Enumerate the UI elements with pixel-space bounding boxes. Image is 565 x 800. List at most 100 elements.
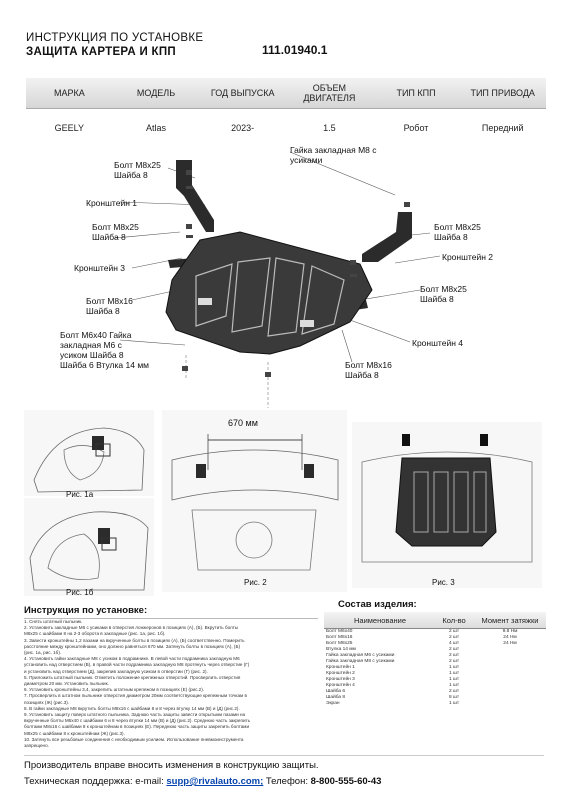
- component-torque: [474, 701, 546, 707]
- instruction-line: диаметром 20 мм. Установить пыльник.: [24, 681, 109, 687]
- components-title: Состав изделия:: [338, 599, 417, 610]
- component-row: Болт М8х25 4 шт 24 Нм: [324, 641, 546, 647]
- components-header-torque: Момент затяжки: [481, 615, 539, 625]
- component-qty: 2 шт: [448, 689, 460, 694]
- caption-fig-2: Рис. 2: [244, 578, 267, 587]
- instruction-line: вкрученные болты М6х40 с шайбами 6 и 8 ч…: [24, 718, 251, 724]
- instruction-line: 6. Установить кронштейны 3,4, закрепить …: [24, 687, 205, 693]
- bracket-1: [176, 160, 214, 232]
- phone-label: Телефон:: [263, 776, 311, 787]
- component-qty: 2 шт: [448, 629, 460, 634]
- components-table: Наименование Кол-во Момент затяжки Болт …: [324, 612, 546, 707]
- figure-3-drawing: [361, 434, 533, 563]
- component-name: Шайба 8: [326, 695, 346, 700]
- footer-support: Техническая поддержка: e-mail: supp@riva…: [24, 776, 381, 787]
- components-header-name: Наименование: [354, 615, 406, 625]
- component-qty: 1 шт: [448, 677, 460, 682]
- instruction-line: позициях (Ж) (рис.3).: [24, 699, 70, 705]
- component-row: Кронштейн 3 1 шт: [324, 677, 546, 683]
- label-fastener-stack: Болт М6х40 Гайка закладная М6 с усиком Ш…: [60, 330, 150, 370]
- component-qty: 8 шт: [448, 695, 460, 700]
- exploded-assembly-diagram: [114, 151, 441, 408]
- instructions-list: 1. Снять штатный пыльник.2. Установить з…: [24, 618, 318, 753]
- instruction-line: 1. Снять штатный пыльник.: [24, 619, 83, 624]
- figure-1b-drawing: [29, 511, 149, 591]
- label-bracket-4: Кронштейн 4: [412, 338, 463, 348]
- label-bracket-1: Кронштейн 1: [86, 198, 137, 208]
- component-name: Кронштейн 4: [326, 683, 355, 688]
- component-name: Кронштейн 3: [326, 677, 355, 682]
- component-qty: 1 шт: [448, 671, 460, 676]
- component-row: Кронштейн 2 1 шт: [324, 671, 546, 677]
- doc-title-line2: ЗАЩИТА КАРТЕРА И КПП: [26, 46, 177, 58]
- label-bolt-m8x16-right: Болт М8х16 Шайба 8: [345, 360, 392, 380]
- spec-header-gearbox: ТИП КПП: [396, 88, 436, 98]
- figure-3: [352, 422, 542, 588]
- components-header-row: Наименование Кол-во Момент затяжки: [324, 612, 546, 629]
- spec-header-year: ГОД ВЫПУСКА: [210, 88, 275, 98]
- spec-gearbox: Робот: [403, 123, 429, 133]
- instruction-line: расстояние между кронштейнами, оно должн…: [24, 643, 240, 649]
- vehicle-spec-table: МАРКА МОДЕЛЬ ГОД ВЫПУСКА ОБЪЕМ ДВИГАТЕЛЯ…: [26, 78, 546, 147]
- component-torque: 9.8 Нм: [502, 629, 518, 634]
- component-row: Шайба 8 8 шт: [324, 695, 546, 701]
- label-bolt-top-left: Болт М8х25 Шайба 8: [114, 160, 161, 180]
- instruction-line: 2. Установить закладные М6 с усиками в о…: [24, 625, 239, 631]
- spec-model: Atlas: [146, 123, 167, 133]
- spec-year: 2023-: [231, 123, 255, 133]
- spec-drive: Передний: [481, 123, 524, 133]
- dimension-670: 670 мм: [228, 418, 258, 428]
- label-bracket-3: Кронштейн 3: [74, 263, 125, 273]
- figure-1a-drawing: [33, 427, 145, 493]
- spec-brand: GEELY: [54, 123, 85, 133]
- caption-fig-1a: Рис. 1а: [66, 490, 94, 499]
- instruction-line: (рис. 1а, рис. 1б).: [24, 650, 62, 656]
- product-code: 111.01940.1: [262, 43, 328, 57]
- spec-engine: 1.5: [323, 123, 336, 133]
- spec-header-drive: ТИП ПРИВОДА: [470, 88, 535, 98]
- figure-2-drawing: [171, 434, 339, 571]
- figure-2: [162, 410, 347, 592]
- component-name: Экран: [326, 701, 340, 706]
- bracket-2: [362, 212, 412, 262]
- instruction-line: 5. Приложить штатный пыльник. Отметить п…: [24, 674, 241, 680]
- instructions-title: Инструкция по установке:: [24, 605, 148, 616]
- instruction-line: запрещено.: [24, 743, 49, 749]
- component-torque: 24 Нм: [503, 641, 517, 646]
- component-qty: 1 шт: [448, 683, 460, 688]
- support-email-link[interactable]: supp@rivalauto.com;: [166, 776, 264, 787]
- label-nut-m8: Гайка закладная М8 с усиками: [290, 145, 377, 165]
- component-name: Кронштейн 2: [326, 671, 355, 676]
- component-name: Кронштейн 1: [326, 665, 355, 670]
- component-name: Гайка закладная М8 с усиками: [326, 659, 395, 664]
- component-name: Болт М8х25: [326, 641, 353, 646]
- component-name: Болт М8х16: [326, 635, 353, 640]
- component-name: Болт М6х40: [326, 629, 353, 634]
- spec-header-brand: МАРКА: [53, 88, 85, 98]
- instruction-line: 3. Завести кронштейны 1,2 пазами на вкру…: [24, 637, 245, 643]
- label-bolt-mid-right: Болт М8х25 Шайба 8: [420, 284, 467, 304]
- component-row: Экран 1 шт: [324, 701, 546, 707]
- footer-disclaimer: Производитель вправе вносить изменения в…: [24, 760, 319, 771]
- label-bolt-m8x16-left: Болт М8х16 Шайба 8: [86, 296, 133, 316]
- spec-header-model: МОДЕЛЬ: [136, 88, 176, 98]
- instruction-line: болтами М8х16 с шайбами 8 к кронштейнам …: [24, 724, 250, 730]
- figure-1a: [24, 410, 154, 496]
- component-qty: 1 шт: [448, 701, 460, 706]
- instruction-line: 7. Просверлить в штатном пыльнике отверс…: [24, 693, 247, 699]
- instruction-line: 8. В гайки закладные М8 вкрутить болты М…: [24, 705, 240, 711]
- component-qty: 2 шт: [448, 659, 460, 664]
- instruction-line: М8х25 с шайбами 8 на 2-3 оборота в закла…: [24, 631, 166, 637]
- label-bolt-mid-left: Болт М8х25 Шайба 8: [92, 222, 139, 242]
- instruction-line: 4. Установить гайки закладные М8 с усико…: [24, 656, 240, 662]
- support-label: Техническая поддержка: e-mail:: [24, 776, 167, 787]
- component-name: Гайка закладная М6 с усиками: [326, 653, 395, 658]
- component-qty: 2 шт: [448, 653, 460, 658]
- component-qty: 1 шт: [448, 665, 460, 670]
- label-bolt-top-right: Болт М8х25 Шайба 8: [434, 222, 481, 242]
- instruction-line: 9. Установить защиту поверх штатного пыл…: [24, 712, 246, 718]
- component-qty: 4 шт: [448, 641, 460, 646]
- component-qty: 2 шт: [448, 647, 460, 652]
